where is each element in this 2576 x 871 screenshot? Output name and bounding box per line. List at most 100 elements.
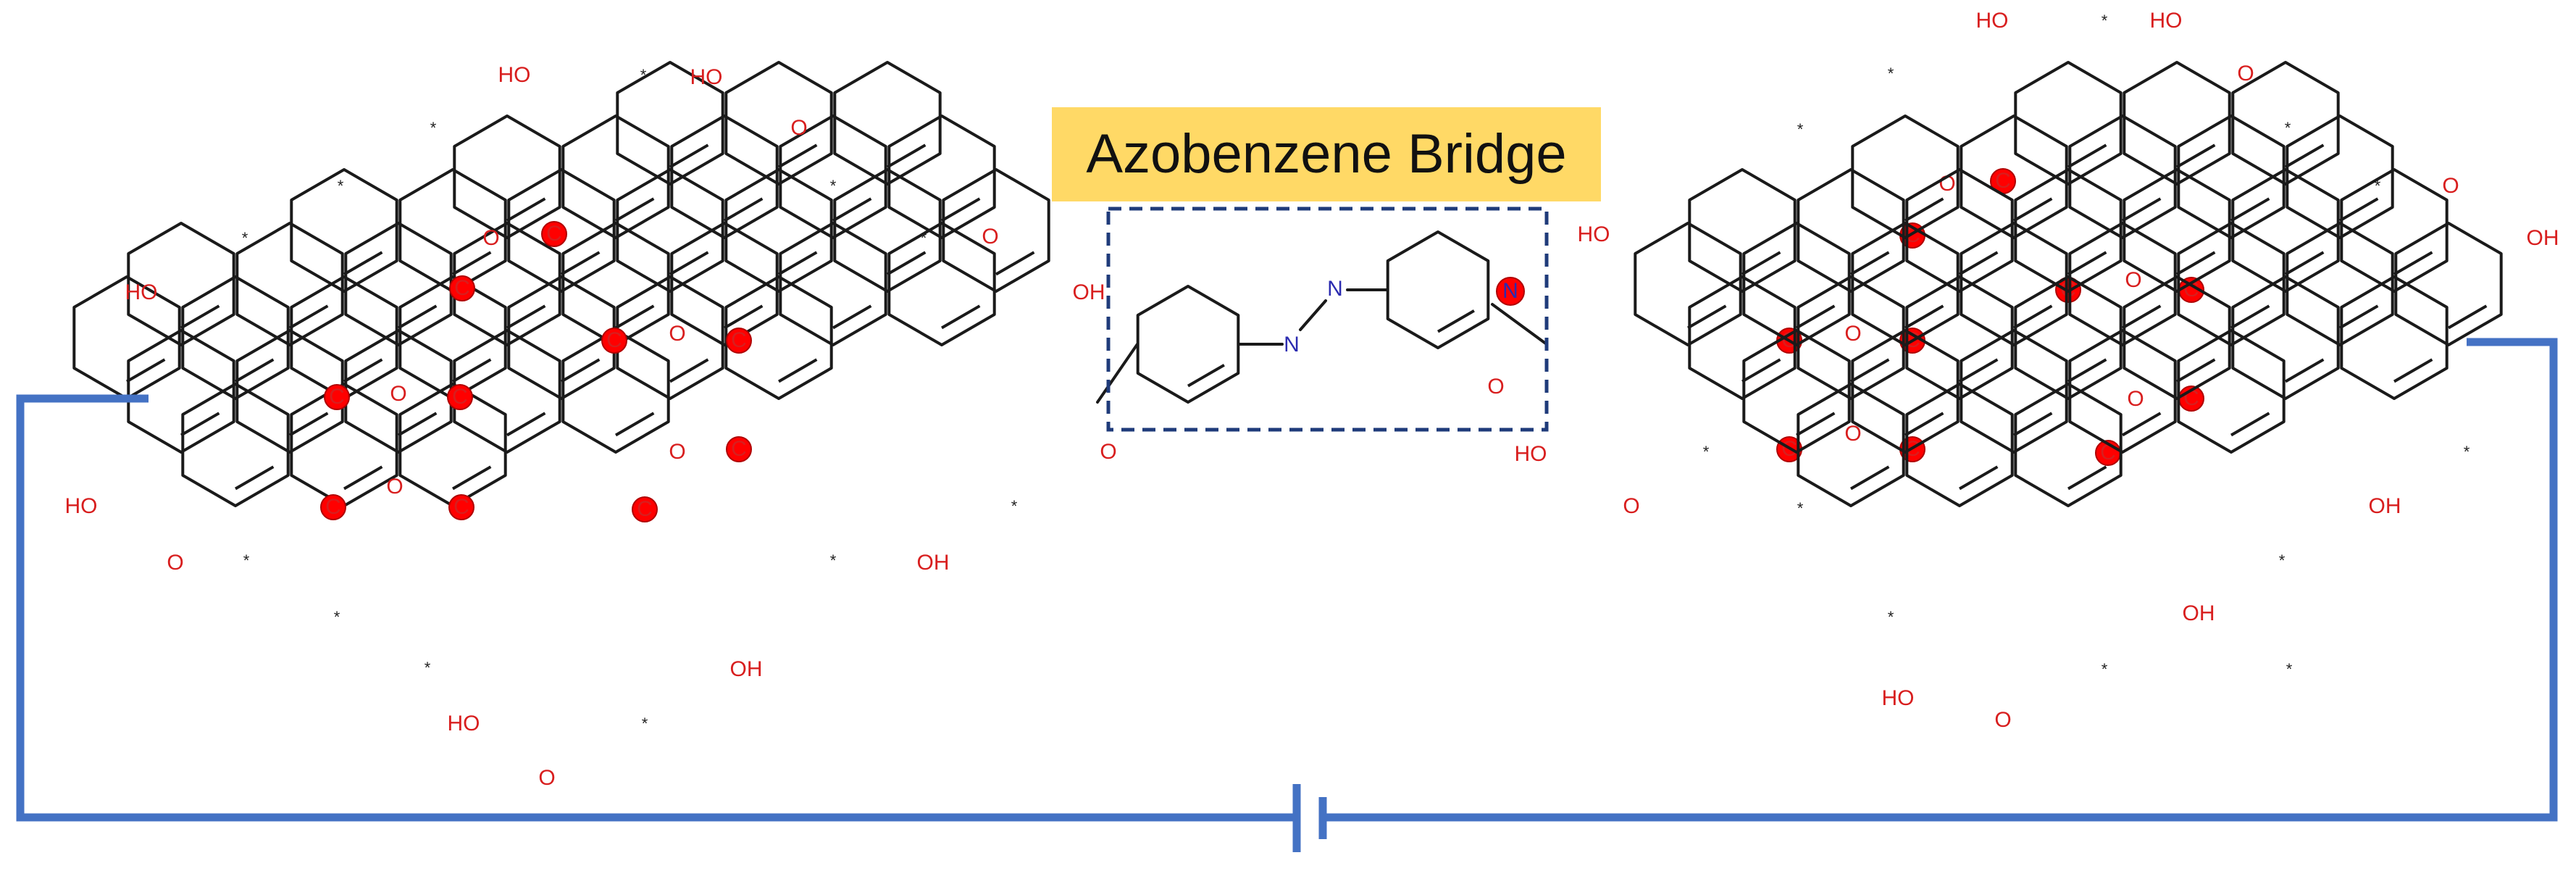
double-bond: [288, 412, 329, 437]
double-bond: [2012, 197, 2053, 222]
defect-carbon: [726, 328, 752, 354]
epoxide-oxygen: O: [669, 322, 685, 346]
carbon-ring: [235, 222, 344, 346]
hydroxyl-label: OH: [2183, 601, 2215, 625]
carbon-ring: [2394, 222, 2503, 346]
double-bond: [560, 251, 601, 276]
defect-carbon: [449, 275, 475, 301]
defect-carbon: [726, 436, 752, 462]
bond: [1491, 303, 1548, 346]
carbonyl-oxygen: O: [2237, 62, 2254, 86]
right-graphene-sheet: [1634, 61, 2503, 507]
double-bond: [1795, 304, 1836, 330]
carbon-ring: [2231, 168, 2340, 293]
attachment-point: *: [1011, 497, 1018, 515]
bridge-label-box: [1052, 107, 1601, 201]
carbon-ring: [2286, 222, 2394, 346]
attachment-point: *: [243, 551, 250, 570]
carbon-ring: [1742, 329, 1851, 454]
double-bond: [723, 197, 764, 222]
double-bond: [506, 304, 546, 330]
azo-bond: [1299, 299, 1327, 331]
double-bond: [723, 304, 764, 330]
attachment-point: *: [1888, 608, 1894, 626]
double-bond: [669, 358, 709, 383]
carbon-ring: [942, 168, 1050, 293]
carbon-ring: [887, 222, 996, 346]
double-bond: [832, 197, 872, 222]
carbonyl-oxygen: O: [982, 225, 998, 249]
hydroxyl-label: HO: [498, 63, 531, 87]
double-bond: [669, 251, 709, 276]
double-bond: [2284, 358, 2325, 383]
carbon-ring: [181, 383, 290, 507]
double-bond: [2067, 143, 2107, 169]
pyridine-nitrogen: N: [1502, 279, 1518, 303]
carbon-ring: [616, 168, 724, 293]
azo-nitrogen: N: [1327, 277, 1343, 301]
double-bond: [1904, 304, 1944, 330]
double-bond: [1741, 251, 1781, 276]
carbon-ring: [1905, 383, 2014, 507]
attachment-point: *: [830, 551, 837, 570]
attachment-point: *: [830, 177, 837, 195]
double-bond: [2284, 143, 2325, 169]
carbon-ring: [235, 329, 344, 454]
carbonyl-oxygen: O: [1623, 494, 1639, 518]
double-bond: [1686, 304, 1727, 330]
attachment-point: *: [2102, 12, 2108, 30]
carbon-ring: [561, 114, 670, 239]
double-bond: [777, 143, 818, 169]
carbon-ring: [779, 114, 887, 239]
double-bond: [234, 358, 275, 383]
double-bond: [1958, 251, 1999, 276]
double-bond: [1795, 412, 1836, 437]
carbon-ring: [344, 329, 453, 454]
double-bond: [343, 251, 383, 276]
attachment-point: *: [2285, 119, 2291, 137]
double-bond: [614, 197, 655, 222]
carbon-ring: [72, 275, 181, 400]
carbon-ring: [2340, 168, 2449, 293]
attachment-point: *: [640, 66, 647, 84]
carbon-ring: [127, 329, 235, 454]
carbon-ring: [1634, 222, 1742, 346]
carbon-ring: [670, 114, 779, 239]
carbon-ring: [2068, 114, 2177, 239]
attachment-point: *: [642, 714, 648, 733]
carbonyl-oxygen: O: [538, 766, 555, 790]
double-bond: [234, 465, 275, 491]
carbon-ring: [453, 114, 561, 239]
hydroxyl-label: HO: [1882, 686, 1915, 710]
defect-carbon: [324, 384, 350, 410]
double-bond: [451, 465, 492, 491]
carbonyl-oxygen: O: [790, 116, 807, 140]
defect-carbon-label: C: [731, 328, 747, 352]
carbonyl-oxygen: O: [167, 551, 183, 575]
carbon-ring: [2231, 275, 2340, 400]
defect-carbon-label: C: [2060, 278, 2076, 301]
carbon-ring: [2286, 114, 2394, 239]
azobenzene-bridge-outline: [1106, 207, 1549, 432]
defect-carbon: [632, 496, 658, 522]
carbon-ring: [1905, 275, 2014, 400]
double-bond: [125, 358, 166, 383]
carbon-ring: [1797, 275, 1905, 400]
carbon-ring: [2177, 114, 2286, 239]
carbon-ring: [507, 275, 616, 400]
carbon-ring: [1386, 230, 1490, 349]
carbon-ring: [127, 222, 235, 346]
carbon-ring: [1905, 168, 2014, 293]
carbon-ring: [2123, 275, 2231, 400]
carbon-ring: [779, 222, 887, 346]
defect-carbon-label: C: [546, 222, 562, 246]
carbon-ring: [2014, 275, 2123, 400]
double-bond: [2338, 304, 2379, 330]
hydroxyl-label: HO: [448, 712, 480, 735]
carbon-ring: [1851, 329, 1960, 454]
epoxide-oxygen: O: [2127, 387, 2144, 411]
double-bond: [2393, 251, 2433, 276]
hydroxyl-label: HO: [1578, 222, 1610, 246]
carbon-ring: [2123, 61, 2231, 186]
attachment-point: *: [430, 119, 437, 137]
